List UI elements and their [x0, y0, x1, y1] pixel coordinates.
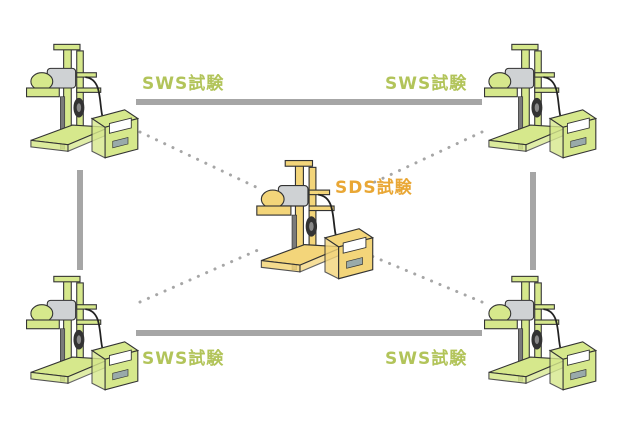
- machine-sws-top-left: [25, 43, 139, 159]
- label-sws-bottom-left: SWS試験: [142, 349, 225, 369]
- dotted-bottom-right: [360, 250, 484, 304]
- dotted-top-right: [360, 130, 484, 190]
- label-sws-top-right: SWS試験: [385, 74, 468, 94]
- machine-sws-bottom-left: [25, 275, 139, 391]
- solid-connections: [77, 99, 536, 336]
- machine-sws-top-right: [483, 43, 597, 159]
- label-sws-top-left: SWS試験: [142, 74, 225, 94]
- dotted-top-left: [138, 130, 260, 190]
- label-sws-bottom-right: SWS試験: [385, 349, 468, 369]
- machine-sws-bottom-right: [483, 275, 597, 391]
- dotted-bottom-left: [138, 248, 260, 304]
- label-sds-center: SDS試験: [335, 178, 413, 198]
- dotted-connections: [138, 130, 484, 304]
